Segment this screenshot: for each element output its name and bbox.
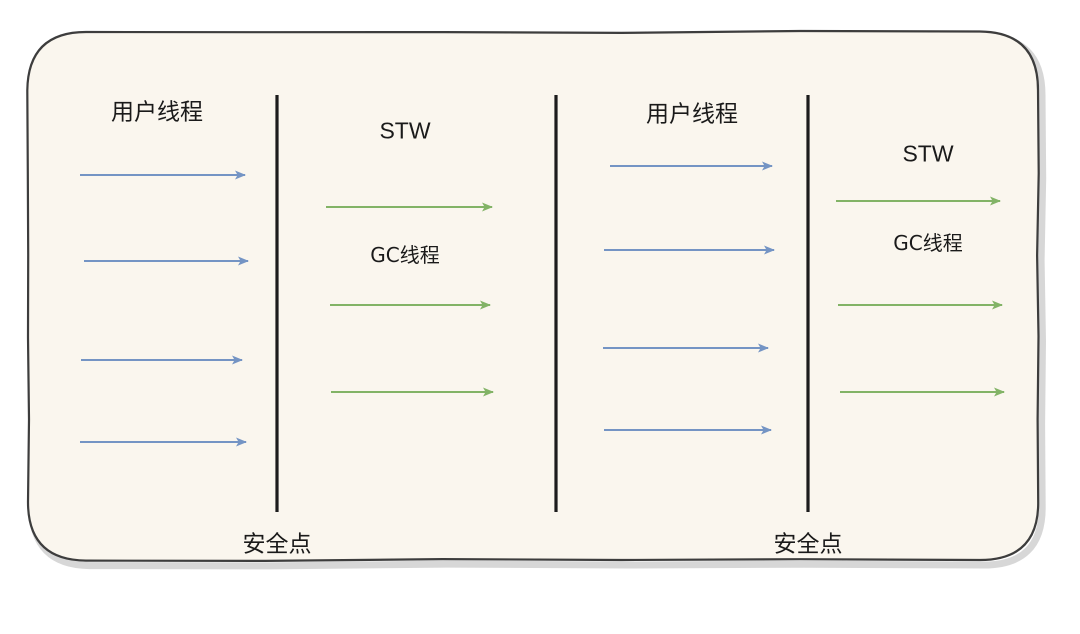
container-border bbox=[26, 29, 1040, 562]
label-safepoint-2: 安全点 bbox=[773, 531, 843, 558]
thread-arrow-group bbox=[80, 161, 1005, 447]
label-user-thread-1: 用户线程 bbox=[111, 99, 203, 126]
label-gc-thread-2: GC线程 bbox=[893, 231, 963, 255]
label-user-thread-2: 用户线程 bbox=[646, 101, 738, 128]
label-stw-2: STW bbox=[902, 140, 954, 167]
label-gc-thread-1: GC线程 bbox=[370, 243, 440, 267]
safepoint-divider-group bbox=[275, 95, 810, 512]
label-safepoint-1: 安全点 bbox=[242, 531, 312, 558]
rounded-container bbox=[26, 29, 1047, 570]
label-stw-1: STW bbox=[379, 117, 431, 144]
